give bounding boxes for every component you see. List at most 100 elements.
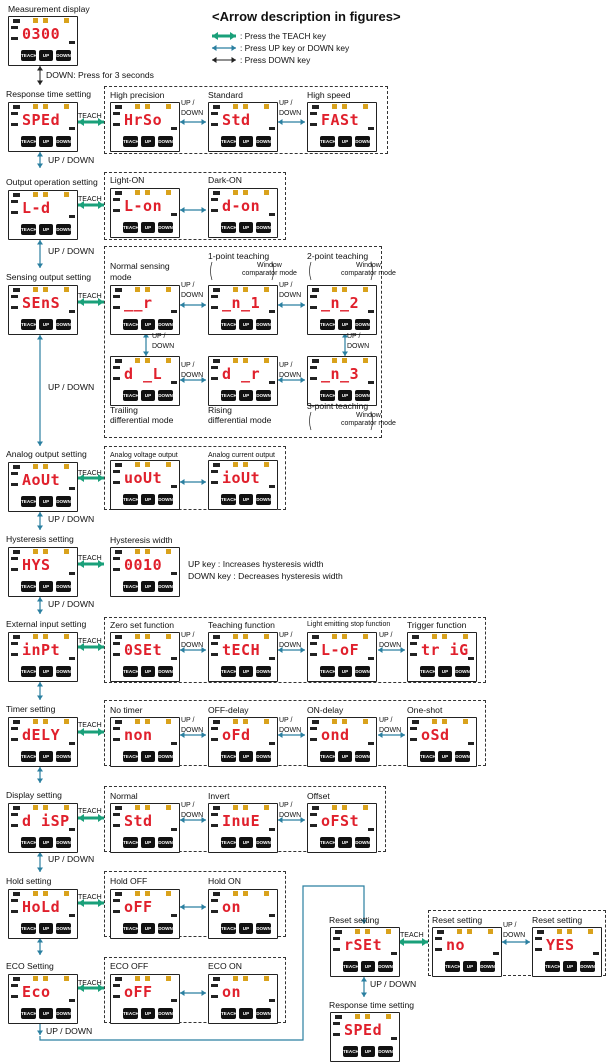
up-key-button[interactable]: UP: [144, 322, 152, 327]
down-key-button[interactable]: DOWN: [355, 322, 370, 327]
up-key-button[interactable]: UP: [144, 139, 152, 144]
teach-key-button[interactable]: TEACH: [320, 393, 336, 398]
down-key-button[interactable]: DOWN: [56, 322, 71, 327]
teach-key-button[interactable]: TEACH: [221, 393, 237, 398]
teach-key-button[interactable]: TEACH: [21, 926, 37, 931]
up-key-button[interactable]: UP: [242, 1011, 250, 1016]
down-key-button[interactable]: DOWN: [256, 225, 271, 230]
up-key-button[interactable]: UP: [242, 322, 250, 327]
teach-key-button[interactable]: TEACH: [221, 754, 237, 759]
down-key-button[interactable]: DOWN: [480, 964, 495, 969]
down-key-button[interactable]: DOWN: [355, 840, 370, 845]
down-key-button[interactable]: DOWN: [158, 322, 173, 327]
down-key-button[interactable]: DOWN: [455, 754, 470, 759]
down-key-button[interactable]: DOWN: [256, 754, 271, 759]
up-key-button[interactable]: UP: [144, 669, 152, 674]
down-key-button[interactable]: DOWN: [355, 669, 370, 674]
down-key-button[interactable]: DOWN: [256, 669, 271, 674]
down-key-button[interactable]: DOWN: [256, 1011, 271, 1016]
up-key-button[interactable]: UP: [441, 754, 449, 759]
teach-key-button[interactable]: TEACH: [123, 669, 139, 674]
up-key-button[interactable]: UP: [441, 669, 449, 674]
down-key-button[interactable]: DOWN: [56, 227, 71, 232]
down-key-button[interactable]: DOWN: [56, 499, 71, 504]
up-key-button[interactable]: UP: [242, 225, 250, 230]
teach-key-button[interactable]: TEACH: [420, 669, 436, 674]
up-key-button[interactable]: UP: [42, 926, 50, 931]
teach-key-button[interactable]: TEACH: [123, 754, 139, 759]
down-key-button[interactable]: DOWN: [158, 926, 173, 931]
down-key-button[interactable]: DOWN: [455, 669, 470, 674]
up-key-button[interactable]: UP: [42, 499, 50, 504]
down-key-button[interactable]: DOWN: [256, 840, 271, 845]
teach-key-button[interactable]: TEACH: [320, 669, 336, 674]
up-key-button[interactable]: UP: [144, 1011, 152, 1016]
teach-key-button[interactable]: TEACH: [343, 964, 359, 969]
up-key-button[interactable]: UP: [242, 393, 250, 398]
up-key-button[interactable]: UP: [341, 322, 349, 327]
up-key-button[interactable]: UP: [566, 964, 574, 969]
teach-key-button[interactable]: TEACH: [545, 964, 561, 969]
down-key-button[interactable]: DOWN: [355, 139, 370, 144]
down-key-button[interactable]: DOWN: [158, 225, 173, 230]
teach-key-button[interactable]: TEACH: [221, 1011, 237, 1016]
down-key-button[interactable]: DOWN: [56, 584, 71, 589]
teach-key-button[interactable]: TEACH: [21, 227, 37, 232]
up-key-button[interactable]: UP: [42, 227, 50, 232]
up-key-button[interactable]: UP: [42, 840, 50, 845]
up-key-button[interactable]: UP: [341, 393, 349, 398]
teach-key-button[interactable]: TEACH: [21, 1011, 37, 1016]
teach-key-button[interactable]: TEACH: [123, 584, 139, 589]
down-key-button[interactable]: DOWN: [158, 840, 173, 845]
teach-key-button[interactable]: TEACH: [123, 139, 139, 144]
teach-key-button[interactable]: TEACH: [123, 497, 139, 502]
up-key-button[interactable]: UP: [242, 669, 250, 674]
up-key-button[interactable]: UP: [144, 584, 152, 589]
down-key-button[interactable]: DOWN: [355, 393, 370, 398]
teach-key-button[interactable]: TEACH: [221, 225, 237, 230]
up-key-button[interactable]: UP: [242, 840, 250, 845]
down-key-button[interactable]: DOWN: [56, 139, 71, 144]
up-key-button[interactable]: UP: [242, 497, 250, 502]
up-key-button[interactable]: UP: [144, 497, 152, 502]
down-key-button[interactable]: DOWN: [158, 139, 173, 144]
up-key-button[interactable]: UP: [466, 964, 474, 969]
down-key-button[interactable]: DOWN: [256, 139, 271, 144]
down-key-button[interactable]: DOWN: [56, 53, 71, 58]
teach-key-button[interactable]: TEACH: [21, 840, 37, 845]
teach-key-button[interactable]: TEACH: [320, 322, 336, 327]
up-key-button[interactable]: UP: [364, 964, 372, 969]
down-key-button[interactable]: DOWN: [256, 393, 271, 398]
teach-key-button[interactable]: TEACH: [445, 964, 461, 969]
teach-key-button[interactable]: TEACH: [221, 669, 237, 674]
teach-key-button[interactable]: TEACH: [123, 1011, 139, 1016]
up-key-button[interactable]: UP: [144, 840, 152, 845]
down-key-button[interactable]: DOWN: [378, 1049, 393, 1054]
teach-key-button[interactable]: TEACH: [221, 840, 237, 845]
up-key-button[interactable]: UP: [242, 926, 250, 931]
down-key-button[interactable]: DOWN: [56, 840, 71, 845]
down-key-button[interactable]: DOWN: [256, 322, 271, 327]
teach-key-button[interactable]: TEACH: [420, 754, 436, 759]
up-key-button[interactable]: UP: [144, 225, 152, 230]
down-key-button[interactable]: DOWN: [158, 584, 173, 589]
teach-key-button[interactable]: TEACH: [343, 1049, 359, 1054]
down-key-button[interactable]: DOWN: [56, 669, 71, 674]
down-key-button[interactable]: DOWN: [158, 754, 173, 759]
teach-key-button[interactable]: TEACH: [21, 754, 37, 759]
teach-key-button[interactable]: TEACH: [123, 926, 139, 931]
up-key-button[interactable]: UP: [242, 754, 250, 759]
teach-key-button[interactable]: TEACH: [320, 754, 336, 759]
up-key-button[interactable]: UP: [364, 1049, 372, 1054]
down-key-button[interactable]: DOWN: [158, 393, 173, 398]
down-key-button[interactable]: DOWN: [56, 754, 71, 759]
up-key-button[interactable]: UP: [42, 139, 50, 144]
teach-key-button[interactable]: TEACH: [221, 497, 237, 502]
teach-key-button[interactable]: TEACH: [21, 584, 37, 589]
teach-key-button[interactable]: TEACH: [123, 322, 139, 327]
teach-key-button[interactable]: TEACH: [221, 926, 237, 931]
up-key-button[interactable]: UP: [341, 840, 349, 845]
up-key-button[interactable]: UP: [42, 584, 50, 589]
teach-key-button[interactable]: TEACH: [123, 225, 139, 230]
teach-key-button[interactable]: TEACH: [21, 53, 37, 58]
